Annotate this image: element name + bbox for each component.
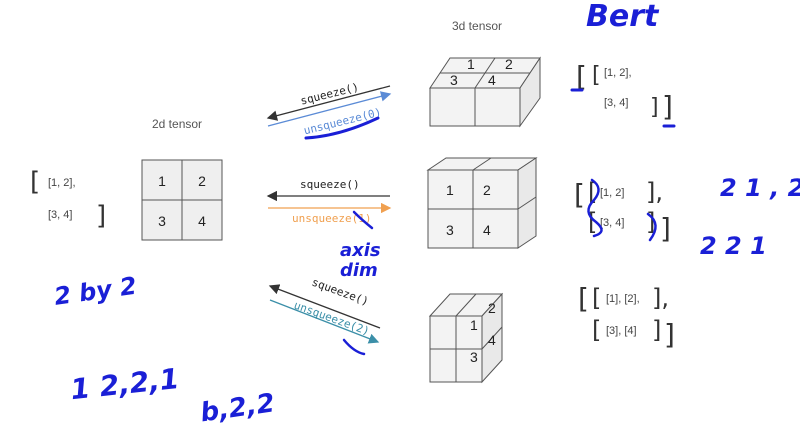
matrix2-row1: [1, 2] xyxy=(600,187,624,199)
matrix1-open-bracket: [ xyxy=(576,60,587,93)
unsqueeze2-arrow xyxy=(269,299,380,344)
row3-arrows: squeeze() unsqueeze(2) xyxy=(268,276,381,356)
ink-dims-b22: b,2,2 xyxy=(199,388,277,428)
matrix3-row1-close: ], xyxy=(652,284,669,312)
ink-underline xyxy=(304,116,380,140)
matrix2-row2: [3, 4] xyxy=(600,217,624,229)
grid-2d-cell: 4 xyxy=(198,213,206,229)
matrix3-outer-open: [ xyxy=(578,282,589,315)
cube2-front-cell: 4 xyxy=(483,222,491,238)
matrix3-row1-open: [ xyxy=(592,284,601,312)
ink-mark xyxy=(342,338,366,356)
matrix-2d-row1: [1, 2], xyxy=(48,177,76,189)
grid-2d-cell: 3 xyxy=(158,213,166,229)
label-2d-tensor: 2d tensor xyxy=(152,117,202,131)
matrix2-outer-open: [ xyxy=(574,178,585,211)
matrix2-row1-open: [ xyxy=(588,178,597,206)
cube3-side-cell: 3 xyxy=(470,349,478,365)
ink-2-by-2: 2 by 2 xyxy=(52,272,138,311)
unsqueeze0-arrow xyxy=(267,91,392,127)
matrix-3d-unsqueeze2: [ [ [1], [2], ], [ [3], [4] ] ] xyxy=(578,282,675,351)
cube3-side-cell: 2 xyxy=(488,300,496,316)
ink-dims-221: 2 2 1 xyxy=(700,232,767,260)
matrix-3d-unsqueeze0: [ [ [1, 2], [3, 4] ] ] xyxy=(570,60,676,128)
matrix3-row1: [1], [2], xyxy=(606,293,640,305)
cube3-side-cell: 4 xyxy=(488,332,496,348)
matrix1-inner-close: ] xyxy=(650,95,659,120)
cube2-front-cell: 1 xyxy=(446,182,454,198)
ink-dims-212: 2 1 , 2 xyxy=(720,174,800,202)
squeeze-label-row2: squeeze() xyxy=(300,178,360,191)
cube2-front-cell: 2 xyxy=(483,182,491,198)
matrix3-row2: [3], [4] xyxy=(606,325,637,337)
row1-arrows: squeeze() unsqueeze(0) xyxy=(266,81,392,140)
ink-dims-1-2-2-1: 1 2,2,1 xyxy=(69,362,181,406)
squeeze-arrow xyxy=(266,85,391,121)
matrix3-row2-close: ] xyxy=(652,316,661,344)
cube1-top-cell: 2 xyxy=(505,56,513,72)
matrix-2d: [ [1, 2], [3, 4] ] xyxy=(30,167,106,231)
matrix3-outer-close: ] xyxy=(664,318,675,351)
cube1-top-cell: 3 xyxy=(450,72,458,88)
cube2-front-cell: 3 xyxy=(446,222,454,238)
matrix1-row2: [3, 4] xyxy=(604,97,628,109)
cube-3d-unsqueeze1: 1 2 3 4 xyxy=(426,157,538,249)
matrix3-row2-open: [ xyxy=(592,316,601,344)
row2-arrows: squeeze() unsqueeze(1) xyxy=(266,178,392,230)
ink-axis: axis xyxy=(340,240,381,261)
ink-dim: dim xyxy=(340,260,378,281)
matrix-2d-close-bracket: ] xyxy=(96,201,106,231)
ink-bert: Bert xyxy=(586,0,660,34)
matrix1-close-bracket: ] xyxy=(662,90,673,123)
ink-mark xyxy=(352,210,374,230)
matrix2-row1-close: ], xyxy=(646,178,663,206)
grid-2d-cell: 1 xyxy=(158,173,166,189)
matrix2-row2-close: ] xyxy=(646,208,655,236)
matrix2-row2-open: [ xyxy=(588,208,597,236)
label-3d-tensor: 3d tensor xyxy=(452,19,502,33)
cube3-side-cell: 1 xyxy=(470,317,478,333)
cube1-top-cell: 4 xyxy=(488,72,496,88)
matrix1-row1: [1, 2], xyxy=(604,67,632,79)
grid-2d: 1 2 3 4 xyxy=(141,159,223,241)
squeeze-arrow xyxy=(268,284,381,329)
matrix-3d-unsqueeze1: [ [ [1, 2] ], [ [3, 4] ] ] xyxy=(574,178,671,245)
matrix-2d-open-bracket: [ xyxy=(30,167,40,197)
matrix-2d-row2: [3, 4] xyxy=(48,209,72,221)
cube-3d-unsqueeze0: 1 2 3 4 xyxy=(429,56,541,128)
cube-3d-unsqueeze2: 1 2 3 4 xyxy=(428,292,504,384)
grid-2d-cell: 2 xyxy=(198,173,206,189)
cube1-top-cell: 1 xyxy=(467,56,475,72)
matrix2-outer-close: ] xyxy=(660,212,671,245)
unsqueeze1-label: unsqueeze(1) xyxy=(292,212,371,225)
matrix1-inner-open: [ xyxy=(592,63,601,88)
